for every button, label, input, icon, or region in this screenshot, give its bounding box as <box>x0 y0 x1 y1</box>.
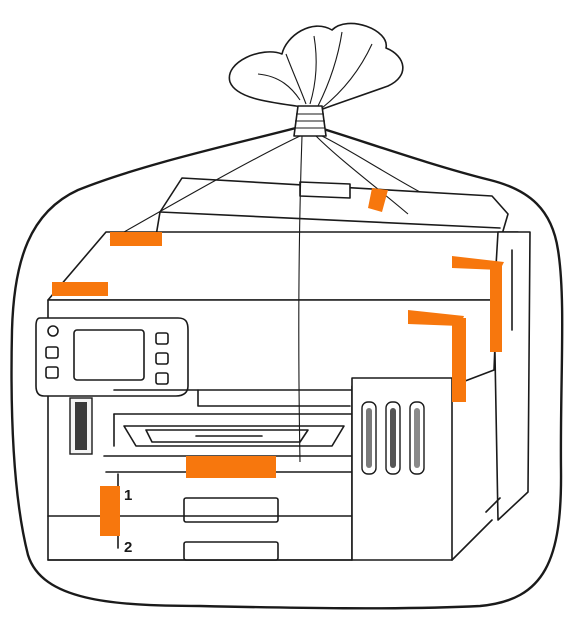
cassette-1-label: 1 <box>124 487 132 504</box>
tape-front-left <box>52 282 108 296</box>
tape-right-side-lower <box>452 318 466 402</box>
tape-output-tray <box>186 456 276 478</box>
bag-tie <box>229 23 402 136</box>
tape-right-side-upper <box>490 262 502 352</box>
tape-cassette-side <box>100 486 120 536</box>
cassette-2-label: 2 <box>124 539 132 556</box>
tape-top-left <box>110 232 162 246</box>
